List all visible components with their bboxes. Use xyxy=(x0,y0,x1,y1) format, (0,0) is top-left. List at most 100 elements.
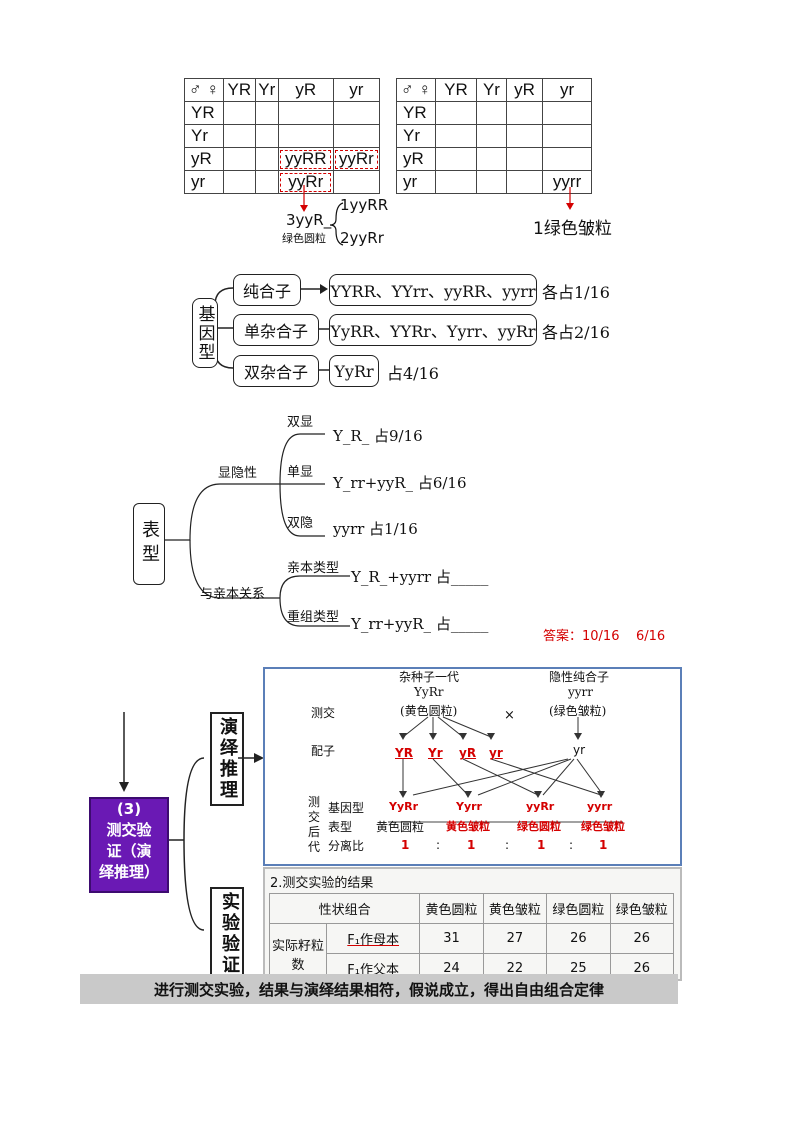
ratio-sep: : xyxy=(569,838,574,852)
offspring-geno-1: YyRr xyxy=(389,800,419,813)
note-3yyR: 3yyR_ xyxy=(286,211,332,229)
single-heterozygote-ratio: 各占2/16 xyxy=(542,323,610,342)
note-1-green-wrinkled: 1绿色皱粒 xyxy=(533,219,612,239)
row-group-label: 实际籽粒数 xyxy=(269,923,327,984)
col-header: yR xyxy=(505,78,544,102)
answer-text: 答案：10/16 6/16 xyxy=(543,629,666,644)
genotype-row-label: 基因型 xyxy=(328,801,365,815)
gamete-yr: yr xyxy=(489,746,503,760)
col-header: Yr xyxy=(475,78,507,102)
single-heterozygote-box: 单杂合子 xyxy=(233,314,319,346)
parent1-genotype: YyRr xyxy=(414,685,444,699)
ratio-sep: : xyxy=(436,838,441,852)
parental-type-label: 亲本类型 xyxy=(287,561,340,576)
col-header: yr xyxy=(542,78,592,102)
ratio-2: 1 xyxy=(467,838,476,852)
parent1-phenotype: (黄色圆粒) xyxy=(400,704,458,718)
result-title: 2.测交实验的结果 xyxy=(270,876,374,891)
row-header: YR xyxy=(184,101,224,125)
double-recessive-text: yyrr 占1/16 xyxy=(333,520,418,538)
punnett-table-right: ♂ ♀ YR Yr yR yr YR Yr yR yr yyrr xyxy=(396,78,592,194)
phenotype-label: 表型 xyxy=(133,503,165,585)
ratio-4: 1 xyxy=(599,838,608,852)
punnett-table-left: ♂ ♀ YR Yr yR yr YR Yr yR yyRR yyRr yr yy… xyxy=(184,78,381,194)
ratio-sep: : xyxy=(505,838,510,852)
conclusion-banner: 进行测交实验，结果与演绎结果相符，假说成立，得出自由组合定律 xyxy=(80,974,678,1004)
ratio-3: 1 xyxy=(537,838,546,852)
recombinant-type-text: Y_rr+yyR_ 占_____ xyxy=(351,615,489,633)
single-dominant-text: Y_rr+yyR_ 占6/16 xyxy=(333,474,467,492)
testcross-connectors xyxy=(119,712,264,931)
homozygote-types: YYRR、YYrr、yyRR、yyrr xyxy=(329,274,537,306)
double-heterozygote-ratio: 占4/16 xyxy=(387,364,439,383)
gamete-arrows xyxy=(388,716,623,823)
single-heterozygote-types: YyRR、YYRr、Yyrr、yyRr xyxy=(329,314,537,346)
right-punnett-arrow xyxy=(566,187,574,210)
phenotype-connectors xyxy=(165,433,350,627)
col-header: yr xyxy=(332,78,381,102)
value-cell: 26 xyxy=(546,923,611,954)
offspring-pheno-3: 绿色圆粒 xyxy=(517,820,561,833)
gamete-YR: YR xyxy=(395,746,413,760)
double-recessive-label: 双隐 xyxy=(287,516,314,531)
parental-type-text: Y_R_+yyrr 占_____ xyxy=(351,568,489,586)
homozygote-box: 纯合子 xyxy=(233,274,301,306)
cell-yyrr: yyrr xyxy=(542,170,592,194)
offspring-geno-2: Yyrr xyxy=(456,800,482,813)
header-cell: 绿色皱粒 xyxy=(609,893,675,924)
double-dominant-label: 双显 xyxy=(287,415,314,430)
cell-yyRr: yyRr xyxy=(277,170,334,194)
note-green-round: 绿色圆粒 xyxy=(282,232,326,245)
testcross-row-label: 测交 xyxy=(311,706,336,720)
homozygote-ratio: 各占1/16 xyxy=(542,283,610,302)
note-2yyRr: 2yyRr xyxy=(340,229,384,247)
single-dominant-label: 单显 xyxy=(287,465,314,480)
ratio-row-label: 分离比 xyxy=(328,839,365,853)
row-header: yR xyxy=(184,147,224,171)
parent2-phenotype: (绿色皱粒) xyxy=(549,704,607,718)
ratio-1: 1 xyxy=(401,838,410,852)
note-1yyRR: 1yyRR xyxy=(340,196,389,214)
row-header: yR xyxy=(396,147,436,171)
cell-yyRR: yyRR xyxy=(277,147,334,171)
col-header: yR xyxy=(277,78,334,102)
deduction-panel xyxy=(263,667,682,866)
row-label-mother: F₁作母本 xyxy=(325,923,421,954)
offspring-pheno-4: 绿色皱粒 xyxy=(581,820,625,833)
offspring-pheno-2: 黄色皱粒 xyxy=(446,820,490,833)
col-header: Yr xyxy=(254,78,279,102)
deduce-box: 演绎推理 xyxy=(210,712,244,806)
value-cell: 31 xyxy=(419,923,484,954)
recombinant-type-label: 重组类型 xyxy=(287,610,340,625)
header-cell: 黄色皱粒 xyxy=(482,893,548,924)
gamete-yR: yR xyxy=(459,746,477,760)
header-cell: 性状组合 xyxy=(268,893,421,924)
offspring-side-label: 测交后代 xyxy=(308,795,321,854)
dominance-branch: 显隐性 xyxy=(218,466,258,481)
offspring-geno-4: yyrr xyxy=(587,800,613,813)
double-heterozygote-types: YyRr xyxy=(329,355,379,387)
parent2-genotype: yyrr xyxy=(568,685,594,699)
arrow-icon xyxy=(300,284,328,294)
header-cell: 绿色圆粒 xyxy=(546,893,611,924)
cross-symbol: × xyxy=(504,708,515,723)
verify-box: 实验验证 xyxy=(210,887,244,979)
row-header: Yr xyxy=(184,124,224,148)
gamete-Yr: Yr xyxy=(428,746,443,760)
parent2-label: 隐性纯合子 xyxy=(549,670,610,684)
row-header: yr xyxy=(396,170,436,194)
value-cell: 27 xyxy=(482,923,548,954)
row-header: Yr xyxy=(396,124,436,148)
header-cell: 黄色圆粒 xyxy=(419,893,484,924)
corner-symbol: ♂ ♀ xyxy=(184,78,224,102)
offspring-pheno-1: 黄色圆粒 xyxy=(376,820,425,834)
double-heterozygote-box: 双杂合子 xyxy=(233,355,319,387)
result-table: 性状组合 黄色圆粒 黄色皱粒 绿色圆粒 绿色皱粒 实际籽粒数 F₁作母本 31 … xyxy=(268,893,675,984)
testcross-title-box: (3) 测交验 证（演 绎推理） xyxy=(89,797,169,893)
corner-symbol: ♂ ♀ xyxy=(396,78,436,102)
double-dominant-text: Y_R_ 占9/16 xyxy=(333,427,423,445)
col-header: YR xyxy=(223,78,256,102)
parent-relation-branch: 与亲本关系 xyxy=(200,587,266,602)
cell-yyRr: yyRr xyxy=(332,147,381,171)
row-header: yr xyxy=(184,170,224,194)
